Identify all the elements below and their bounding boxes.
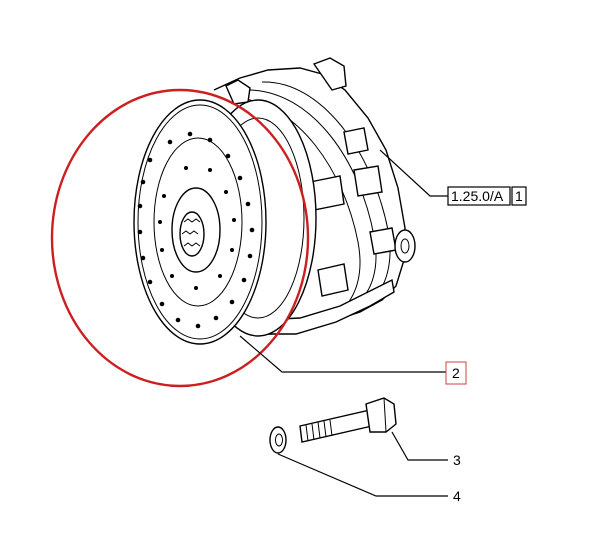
leader-lines [239, 149, 448, 497]
callout-ref-index: 1 [515, 188, 523, 204]
bolt [299, 397, 397, 443]
callout-part-1[interactable]: 1.25.0/A 1 [447, 186, 527, 206]
highlight-circle [50, 88, 310, 388]
rivet-holes [137, 131, 255, 329]
callout-washer-label: 4 [453, 488, 461, 504]
clutch-disc [133, 99, 267, 345]
callout-bolt-label: 3 [453, 452, 461, 468]
callout-part-2[interactable]: 2 [445, 361, 467, 385]
washer [269, 426, 287, 454]
callout-part-4[interactable]: 4 [453, 488, 461, 504]
callout-part-3[interactable]: 3 [453, 452, 461, 468]
callout-disc-label: 2 [452, 365, 460, 381]
callout-ref-label: 1.25.0/A [451, 188, 504, 204]
